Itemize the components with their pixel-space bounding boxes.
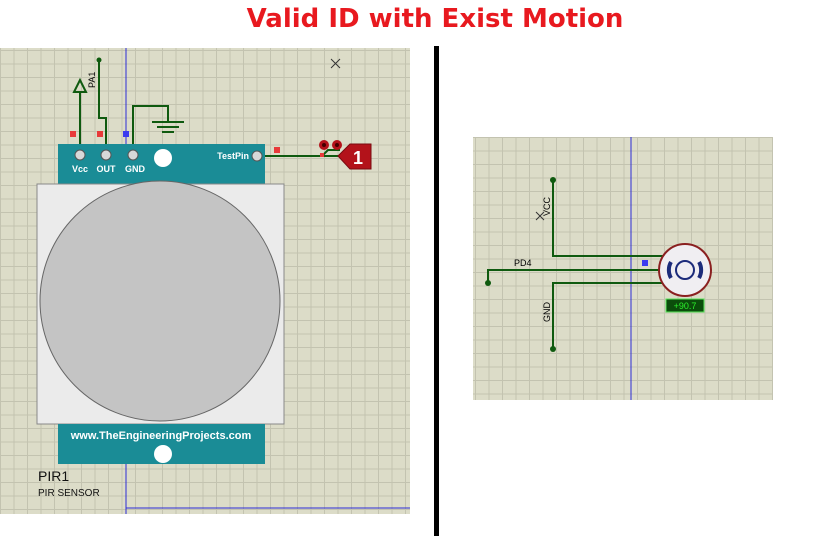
no-connect-marker bbox=[330, 58, 341, 69]
page-title: Valid ID with Exist Motion bbox=[246, 4, 624, 34]
logic-probe-markers bbox=[70, 131, 324, 157]
pir-header-pins bbox=[74, 149, 263, 167]
motor-wiring bbox=[487, 180, 663, 349]
net-label-pa1: PA1 bbox=[87, 72, 97, 88]
speed-readout: +90.7 bbox=[674, 301, 697, 311]
pin-label-testpin: TestPin bbox=[217, 151, 249, 161]
pir-mount-hole bbox=[154, 445, 172, 463]
pin-label-vcc: Vcc bbox=[72, 164, 88, 174]
servo-motor-icon[interactable] bbox=[658, 243, 712, 297]
pin-label-out: OUT bbox=[97, 164, 117, 174]
no-connect-marker-vcc bbox=[535, 211, 545, 221]
motor-schematic[interactable] bbox=[473, 137, 773, 400]
terminal-number: 1 bbox=[353, 148, 363, 168]
pir-website: www.TheEngineeringProjects.com bbox=[70, 430, 252, 442]
speed-readout-box bbox=[665, 298, 705, 313]
motor-probe-marker bbox=[642, 260, 648, 266]
net-label-gnd: GND bbox=[542, 302, 552, 323]
panel-divider bbox=[434, 46, 439, 536]
pin-label-gnd: GND bbox=[125, 164, 146, 174]
logic-terminal[interactable] bbox=[337, 143, 372, 170]
test-pin-probe bbox=[319, 140, 342, 150]
pir-name: PIR SENSOR bbox=[38, 488, 100, 499]
pir-wiring bbox=[72, 60, 340, 157]
net-label-vcc: VCC bbox=[542, 196, 552, 216]
pir-fresnel-lens bbox=[39, 180, 281, 422]
net-label-pd4: PD4 bbox=[514, 258, 532, 268]
pir-designator: PIR1 bbox=[38, 468, 69, 484]
